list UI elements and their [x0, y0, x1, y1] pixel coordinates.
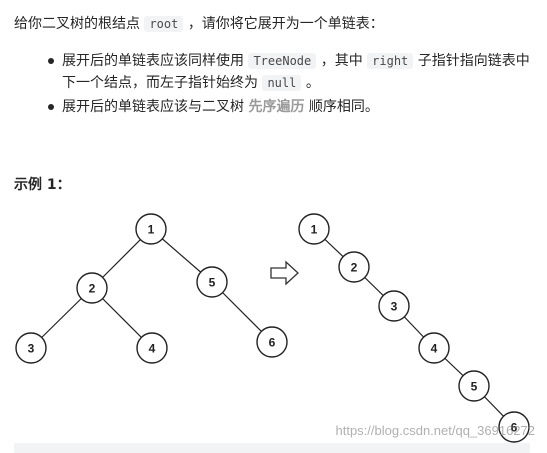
intro-suffix: ，请你将它展开为一个单链表： — [187, 16, 384, 32]
problem-intro: 给你二叉树的根结点 root ，请你将它展开为一个单链表： — [14, 13, 384, 35]
rule-2-text-b: 顺序相同。 — [308, 99, 379, 115]
rule-2-text-a: 展开后的单链表应该与二叉树 — [62, 99, 244, 115]
list-node-5-label: 5 — [471, 380, 478, 394]
tree-node-5-label: 5 — [209, 276, 216, 290]
tree-node-6: 6 — [256, 326, 288, 358]
list-node-6-label: 6 — [511, 421, 518, 435]
rule-1-text-c: 子指针指向链表中下一个结点，而左子指针始终为 — [62, 53, 530, 91]
list-node-2: 2 — [338, 251, 370, 283]
code-root: root — [144, 16, 184, 32]
list-node-1: 1 — [298, 213, 330, 245]
list-node-2-circle — [338, 251, 370, 283]
tree-node-2-circle — [76, 272, 108, 304]
list-node-4-label: 4 — [431, 342, 438, 356]
tree-node-6-label: 6 — [269, 336, 276, 350]
transform-arrow-icon — [270, 260, 299, 286]
list-node-3: 3 — [378, 290, 410, 322]
code-null: null — [262, 75, 302, 91]
rule-item-1: 展开后的单链表应该同样使用 TreeNode ，其中 right 子指针指向链表… — [48, 50, 532, 94]
code-right: right — [367, 53, 414, 69]
tree-node-3: 3 — [15, 332, 47, 364]
list-node-4-circle — [418, 332, 450, 364]
rule-1-text-a: 展开后的单链表应该同样使用 — [62, 53, 244, 69]
tree-node-2: 2 — [76, 272, 108, 304]
rules-list: 展开后的单链表应该同样使用 TreeNode ，其中 right 子指针指向链表… — [0, 50, 532, 120]
preorder-term: 先序遍历 — [248, 99, 305, 115]
tree-node-4: 4 — [136, 332, 168, 364]
tree-node-5: 5 — [196, 266, 228, 298]
rule-1-text-b: ，其中 — [320, 53, 363, 69]
tree-node-3-label: 3 — [28, 342, 35, 356]
tree-edges — [30, 228, 273, 349]
list-node-4: 4 — [418, 332, 450, 364]
rule-item-2: 展开后的单链表应该与二叉树 先序遍历 顺序相同。 — [48, 96, 532, 118]
list-node-3-circle — [378, 290, 410, 322]
example-title: 示例 1： — [14, 177, 71, 193]
tree-node-1-label: 1 — [148, 223, 155, 237]
code-treenode: TreeNode — [248, 53, 317, 69]
list-node-5-circle — [458, 370, 490, 402]
list-node-6-circle — [498, 411, 530, 443]
tree-node-4-circle — [136, 332, 168, 364]
tree-node-1: 1 — [135, 213, 167, 245]
list-node-5: 5 — [458, 370, 490, 402]
list-node-1-circle — [298, 213, 330, 245]
watermark: https://blog.csdn.net/qq_36916272 — [335, 423, 536, 438]
list-node-3-label: 3 — [391, 300, 398, 314]
rule-1-text-d: 。 — [305, 75, 320, 91]
list-node-2-label: 2 — [351, 261, 358, 275]
tree-node-6-circle — [256, 326, 288, 358]
tree-node-2-label: 2 — [89, 282, 96, 296]
tree-node-1-circle — [135, 213, 167, 245]
tree-node-3-circle — [15, 332, 47, 364]
code-block-top — [14, 443, 530, 453]
list-node-6: 6 — [498, 411, 530, 443]
list-node-1-label: 1 — [311, 223, 318, 237]
tree-node-4-label: 4 — [149, 342, 156, 356]
tree-node-5-circle — [196, 266, 228, 298]
intro-prefix: 给你二叉树的根结点 — [14, 16, 140, 32]
